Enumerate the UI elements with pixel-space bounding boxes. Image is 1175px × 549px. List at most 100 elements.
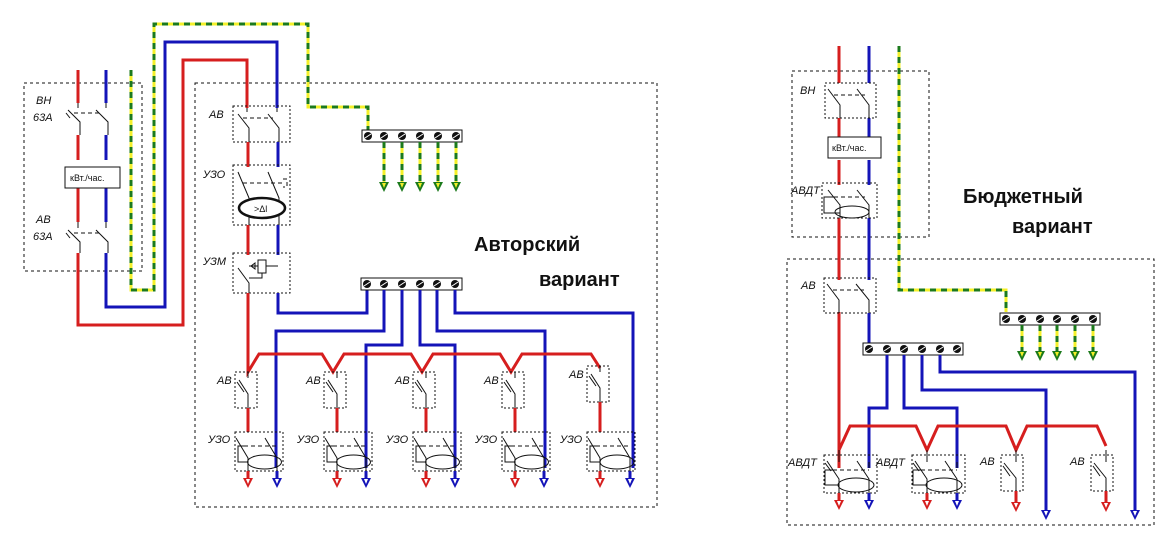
incoming-pe-wire [129,22,370,292]
input-rcbo-label: АВДТ [790,185,821,197]
group-rcbo-label: АВДТ [875,457,906,469]
group-rcd-label: УЗО [296,434,320,446]
rcd-symbol: >Δl [254,204,267,214]
circuit-group: АВ [979,450,1024,512]
phase-output-arrow [1011,502,1021,512]
neutral-output-arrow [1130,510,1140,520]
budget-title-line2: вариант [1012,216,1093,238]
meter-label: кВт./час. [832,143,866,153]
input-cabinet-box [23,82,143,272]
neutral-output-arrow [272,478,282,488]
voltage-relay-label: УЗМ [202,256,227,268]
neutral-bus [862,342,1137,512]
incoming-phase-wire [76,58,249,327]
main-breaker: АВ [800,277,877,314]
incoming-neutral-wire [104,40,279,309]
input-switch: ВН [800,82,877,119]
neutral-output-arrow [450,478,460,488]
phase-distribution [246,293,602,378]
group-breaker-box [501,371,525,409]
main-breaker-label: АВ [800,280,816,292]
neutral-bus [274,277,635,468]
main-breaker: АВ [208,105,291,143]
group-rcd-box [501,431,551,472]
pe-wire [897,46,1008,312]
pe-bus [361,129,463,192]
group-breaker-label: АВ [1069,456,1085,468]
phase-output-arrow [421,478,431,488]
neutral-output-arrow [952,500,962,510]
circuit-group: АВ УЗО [474,371,551,488]
input-rcbo: АВДТ [790,182,878,219]
neutral-output-arrow [539,478,549,488]
group-breaker-box [1000,454,1024,492]
neutral-output-arrow [864,500,874,510]
group-breaker-label: АВ [305,375,321,387]
neutral-output-arrow [1041,510,1051,520]
group-rcd-box [586,431,636,472]
pe-bus [999,312,1101,361]
input-breaker: АВ 63А [33,214,109,253]
author-variant: ВН 63А кВт./час. АВ 63А АВ [23,22,658,508]
author-title-line2: вариант [539,269,620,291]
phase-output-arrow [332,478,342,488]
energy-meter: кВт./час. [64,166,121,189]
circuit-group: АВ [1069,450,1114,512]
group-rcd-label: УЗО [385,434,409,446]
circuit-group: АВ УЗО [385,371,462,488]
neutral-output-arrow [625,478,635,488]
voltage-relay: УЗМ [202,252,291,294]
circuit-group: АВ УЗО [207,371,284,488]
group-rcbo-box [823,454,878,494]
group-breaker-box [1090,454,1114,492]
pe-outputs [379,142,461,192]
input-switch-rating: 63А [33,112,53,124]
phase-output-arrow [922,500,932,510]
energy-meter: кВт./час. [827,136,882,159]
phase-output-arrow [243,478,253,488]
group-rcd-label: УЗО [207,434,231,446]
circuit-group: АВ УЗО [559,365,636,488]
group-breaker-label: АВ [979,456,995,468]
main-cabinet-box [786,258,1155,526]
phase-output-arrow [510,478,520,488]
author-title-line1: Авторский [474,234,580,256]
input-breaker-label: АВ [35,214,51,226]
input-breaker-rating: 63А [33,231,53,243]
circuit-group: АВ УЗО [296,371,373,488]
main-cabinet-box [194,82,658,508]
phase-distribution [837,424,1108,454]
main-rcd-label: УЗО [202,169,226,181]
group-rcbo-label: АВДТ [787,457,818,469]
group-rcd-label: УЗО [474,434,498,446]
budget-variant: ВН кВт./час. АВДТ АВ [786,46,1155,526]
budget-title-line1: Бюджетный [963,186,1083,208]
phase-output-arrow [834,500,844,510]
group-rcd-box [323,431,373,472]
group-breaker-box [234,371,258,409]
phase-output-arrow [1101,502,1111,512]
meter-label: кВт./час. [70,173,104,183]
group-rcbo-box [911,454,966,494]
input-cabinet-box [791,70,930,238]
circuit-group: АВДТ [875,450,966,510]
neutral-output-arrow [361,478,371,488]
group-breaker-label: АВ [483,375,499,387]
group-breaker-label: АВ [216,375,232,387]
circuit-group: АВДТ [787,450,878,510]
group-rcd-box [412,431,462,472]
group-breaker-box [586,365,610,403]
input-switch-label: ВН [800,85,815,97]
main-breaker-label: АВ [208,109,224,121]
group-breaker-label: АВ [568,369,584,381]
input-switch-label: ВН [36,95,51,107]
main-rcd: >Δl УЗО [202,164,291,226]
input-switch: ВН 63А [33,95,109,135]
group-breaker-box [412,371,436,409]
group-rcd-box [234,431,284,472]
group-breaker-box [323,371,347,409]
phase-output-arrow [595,478,605,488]
group-breaker-label: АВ [394,375,410,387]
group-rcd-label: УЗО [559,434,583,446]
